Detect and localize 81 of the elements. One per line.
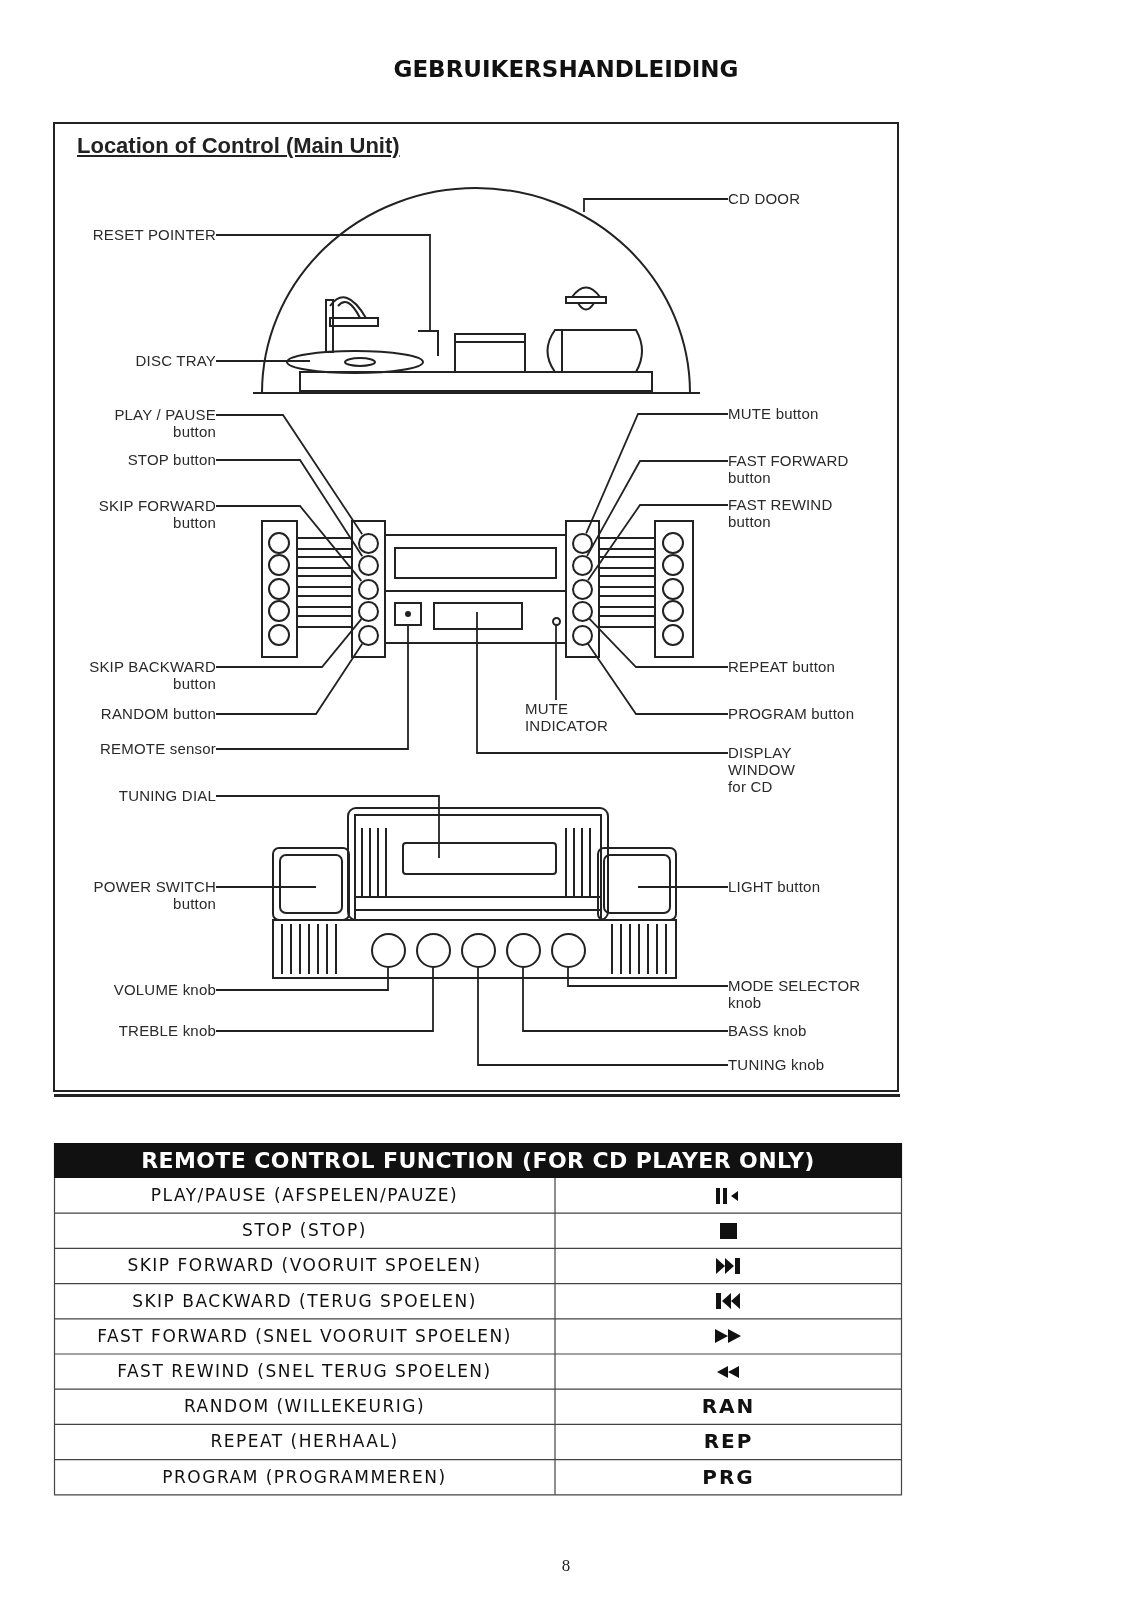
leader-line [567, 966, 729, 987]
callout-label: FAST REWIND button [728, 496, 868, 530]
leader-line [215, 505, 363, 582]
callout-label: REMOTE sensor [100, 740, 216, 757]
knob [505, 932, 541, 968]
leader-line [215, 642, 364, 715]
function-name: PROGRAM (PROGRAMMEREN) [161, 1465, 448, 1489]
push-button [357, 532, 379, 554]
push-button [357, 624, 379, 646]
leader-line [215, 966, 389, 991]
callout-label: TREBLE knob [118, 1022, 216, 1039]
page-title: GEBRUIKERSHANDLEIDING [393, 56, 739, 82]
callout-label: BASS knob [728, 1022, 807, 1039]
leader-line [588, 617, 729, 668]
function-name: FAST FORWARD (SNEL VOORUIT SPOELEN) [96, 1324, 513, 1348]
leader-line [215, 414, 364, 536]
remote-key-code: PRG [701, 1463, 756, 1491]
callout-label: TUNING DIAL [118, 787, 216, 804]
leader-line [587, 642, 729, 715]
leader-line [476, 611, 729, 754]
callout-label: RANDOM button [100, 705, 216, 722]
push-button [571, 578, 593, 600]
leader-line [587, 504, 729, 582]
page-number: 8 [561, 1556, 571, 1576]
callout-label: MODE SELECTOR knob [728, 977, 873, 1011]
leader-line [215, 625, 409, 750]
leader-line [522, 966, 729, 1032]
leader-line [637, 886, 729, 888]
leader-line [215, 234, 431, 331]
callout-label: SKIP FORWARD button [76, 497, 216, 531]
push-button [571, 600, 593, 622]
push-button [571, 554, 593, 576]
callout-label: VOLUME knob [113, 981, 216, 998]
knob [415, 932, 451, 968]
leader-line [215, 459, 364, 558]
callout-label: DISC TRAY [135, 352, 216, 369]
function-name: SKIP BACKWARD (TERUG SPOELEN) [131, 1289, 478, 1313]
callout-label: MUTE button [728, 405, 819, 422]
knob [550, 932, 586, 968]
push-button [357, 600, 379, 622]
push-button [357, 578, 379, 600]
leader-line [477, 966, 729, 1066]
callout-label: POWER SWITCH button [76, 878, 216, 912]
indicator-light [551, 616, 561, 626]
leader-line [586, 460, 729, 557]
leader-line [583, 198, 729, 213]
callout-label: TUNING knob [728, 1056, 825, 1073]
callout-label: PLAY / PAUSE button [101, 406, 216, 440]
leader-line [215, 618, 363, 668]
callout-label: REPEAT button [728, 658, 836, 675]
leader-line [215, 966, 434, 1032]
leader-line [215, 360, 311, 362]
callout-label: LIGHT button [728, 878, 821, 895]
function-name: SKIP FORWARD (VOORUIT SPOELEN) [126, 1254, 483, 1278]
push-button [357, 554, 379, 576]
leader-line [555, 624, 557, 701]
callout-label: DISPLAY WINDOW for CD [728, 744, 808, 795]
function-name: STOP (STOP) [241, 1219, 368, 1243]
leader-line [215, 886, 317, 888]
callout-label: FAST FORWARD button [728, 452, 868, 486]
remote-key-code: REP [702, 1428, 755, 1456]
knob [370, 932, 406, 968]
function-name: FAST REWIND (SNEL TERUG SPOELEN) [116, 1360, 493, 1383]
function-name: REPEAT (HERHAAL) [209, 1430, 400, 1454]
callout-label: CD DOOR [728, 190, 801, 207]
push-button [571, 532, 593, 554]
section-heading: Location of Control (Main Unit) [77, 133, 400, 159]
sensor-window [394, 602, 422, 626]
leader-line [585, 413, 729, 535]
callout-label: STOP button [127, 451, 216, 468]
push-button [571, 624, 593, 646]
callout-label: SKIP BACKWARD button [76, 658, 216, 692]
leader-line [215, 795, 440, 859]
knob [460, 932, 496, 968]
table-header: REMOTE CONTROL FUNCTION (FOR CD PLAYER ONLY) [54, 1143, 902, 1178]
function-name: PLAY/PAUSE (AFSPELEN/PAUZE) [149, 1184, 460, 1207]
callout-label: PROGRAM button [728, 705, 855, 722]
function-name: RANDOM (WILLEKEURIG) [182, 1395, 427, 1419]
callout-label: MUTE INDICATOR [525, 700, 620, 734]
remote-key-code: RAN [700, 1393, 757, 1421]
callout-label: RESET POINTER [92, 226, 216, 243]
